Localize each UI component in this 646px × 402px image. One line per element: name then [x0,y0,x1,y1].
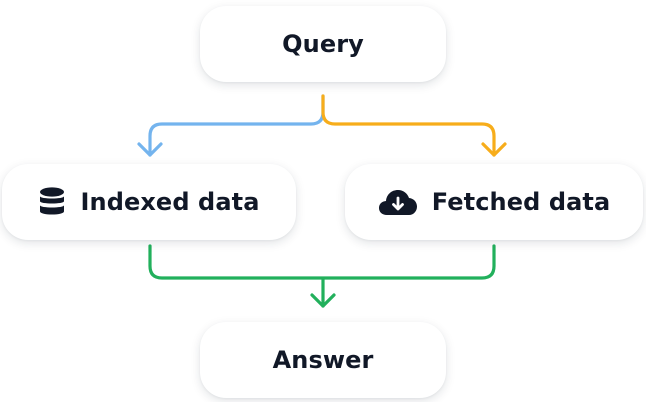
query-node: Query [200,6,446,82]
answer-node: Answer [200,322,446,398]
sources-to-answer-connector [148,244,496,308]
fetched-data-node: Fetched data [345,164,643,240]
query-to-indexed-connector [148,94,325,157]
cloud-download-icon [378,187,418,217]
indexed-data-node: Indexed data [2,164,296,240]
answer-label: Answer [272,346,374,374]
answer-arrowhead [310,293,336,308]
indexed-data-label: Indexed data [80,188,260,216]
database-icon [38,187,66,217]
fetched-data-label: Fetched data [431,188,611,216]
fetched-arrowhead [481,142,507,157]
query-label: Query [282,30,364,58]
indexed-arrowhead [137,142,163,157]
query-to-fetched-connector [321,94,496,157]
